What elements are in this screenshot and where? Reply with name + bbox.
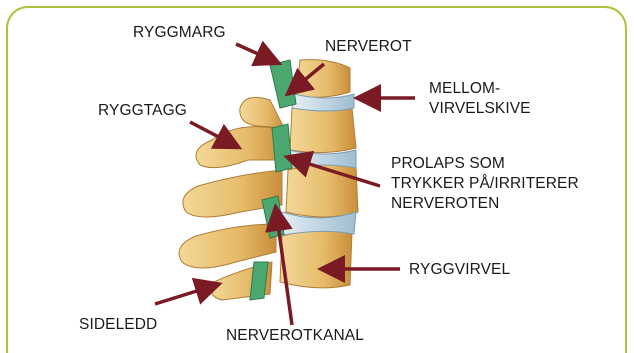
label-nerverot: NERVEROT xyxy=(325,37,412,57)
arrow-ryggmarg xyxy=(236,44,276,62)
label-nerverotkanal: NERVEROTKANAL xyxy=(226,326,364,346)
label-prolaps-line-2: TRYKKER PÅ/IRRITERER xyxy=(391,174,579,194)
label-mellomvirvelskive-line-1: MELLOM- xyxy=(429,79,531,99)
label-mellomvirvelskive-line-2: VIRVELSKIVE xyxy=(429,99,531,119)
label-sideledd: SIDELEDD xyxy=(79,315,157,335)
label-prolaps-line-1: PROLAPS SOM xyxy=(391,154,579,174)
label-ryggvirvel: RYGGVIRVEL xyxy=(409,260,510,280)
arrow-sideledd xyxy=(155,285,216,304)
label-mellomvirvelskive: MELLOM- VIRVELSKIVE xyxy=(429,79,531,119)
label-ryggmarg: RYGGMARG xyxy=(133,23,226,43)
label-prolaps: PROLAPS SOM TRYKKER PÅ/IRRITERER NERVERO… xyxy=(391,154,579,214)
label-ryggtagg: RYGGTAGG xyxy=(98,101,187,121)
label-prolaps-line-3: NERVEROTEN xyxy=(391,194,579,214)
